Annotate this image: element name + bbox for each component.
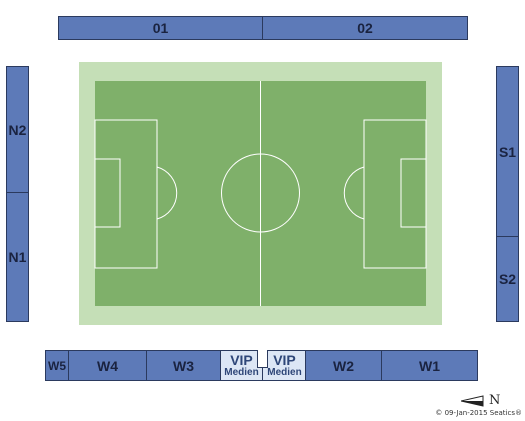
- section-w2[interactable]: W2: [305, 350, 382, 381]
- field-graphic: [79, 62, 442, 325]
- section-w3[interactable]: W3: [146, 350, 221, 381]
- medien-left-label: Medien: [224, 367, 259, 378]
- left-penalty-arc: [156, 166, 178, 220]
- section-w5-label: W5: [48, 358, 66, 373]
- vip-right-label: VIP: [273, 352, 296, 368]
- right-penalty-arc: [343, 166, 365, 220]
- north-arrow-icon: [461, 394, 484, 407]
- section-n2[interactable]: N2: [6, 66, 29, 193]
- section-w3-label: W3: [173, 357, 194, 374]
- north-indicator: N: [461, 393, 500, 408]
- section-n2-label: N2: [8, 121, 27, 138]
- right-goal-box: [400, 158, 427, 228]
- section-s1-label: S1: [498, 143, 517, 160]
- medien-right-label: Medien: [267, 367, 302, 378]
- section-s2[interactable]: S2: [496, 236, 519, 322]
- left-goal-box: [94, 158, 121, 228]
- section-w1[interactable]: W1: [381, 350, 478, 381]
- section-vip-medien-right[interactable]: VIP Medien: [263, 350, 306, 381]
- section-w4-label: W4: [97, 357, 118, 374]
- section-w1-label: W1: [419, 357, 440, 374]
- section-02[interactable]: 02: [262, 16, 468, 40]
- section-01-label: 01: [152, 20, 169, 36]
- vip-media-outline: [220, 350, 306, 381]
- section-01[interactable]: 01: [58, 16, 263, 40]
- section-w2-label: W2: [333, 357, 354, 374]
- section-n1-label: N1: [8, 249, 27, 265]
- section-02-label: 02: [357, 20, 373, 36]
- section-w5[interactable]: W5: [45, 350, 69, 381]
- north-label: N: [489, 393, 501, 408]
- copyright-text: © 09-Jan-2015 Seatics®: [435, 409, 522, 417]
- football-field: [79, 62, 442, 325]
- vip-left-label: VIP: [230, 352, 253, 368]
- section-n1[interactable]: N1: [6, 192, 29, 322]
- section-s2-label: S2: [498, 271, 517, 287]
- section-s1[interactable]: S1: [496, 66, 519, 237]
- section-vip-medien-left[interactable]: VIP Medien: [220, 350, 263, 381]
- center-circle: [221, 153, 300, 233]
- section-w4[interactable]: W4: [68, 350, 147, 381]
